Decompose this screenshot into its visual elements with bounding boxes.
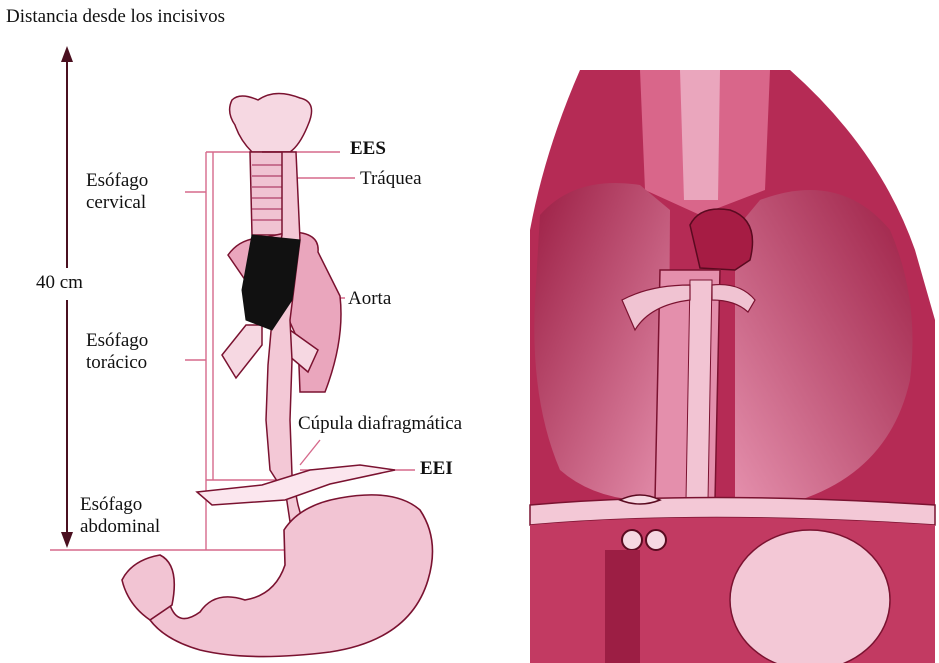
stomach-bulge	[730, 530, 890, 663]
trachea-column	[680, 70, 720, 200]
esophagus-column	[686, 280, 712, 500]
aortic-arch	[690, 209, 753, 270]
left-lung	[534, 183, 670, 501]
vessel-2	[646, 530, 666, 550]
vessel-1	[622, 530, 642, 550]
vena-cava	[605, 550, 640, 663]
